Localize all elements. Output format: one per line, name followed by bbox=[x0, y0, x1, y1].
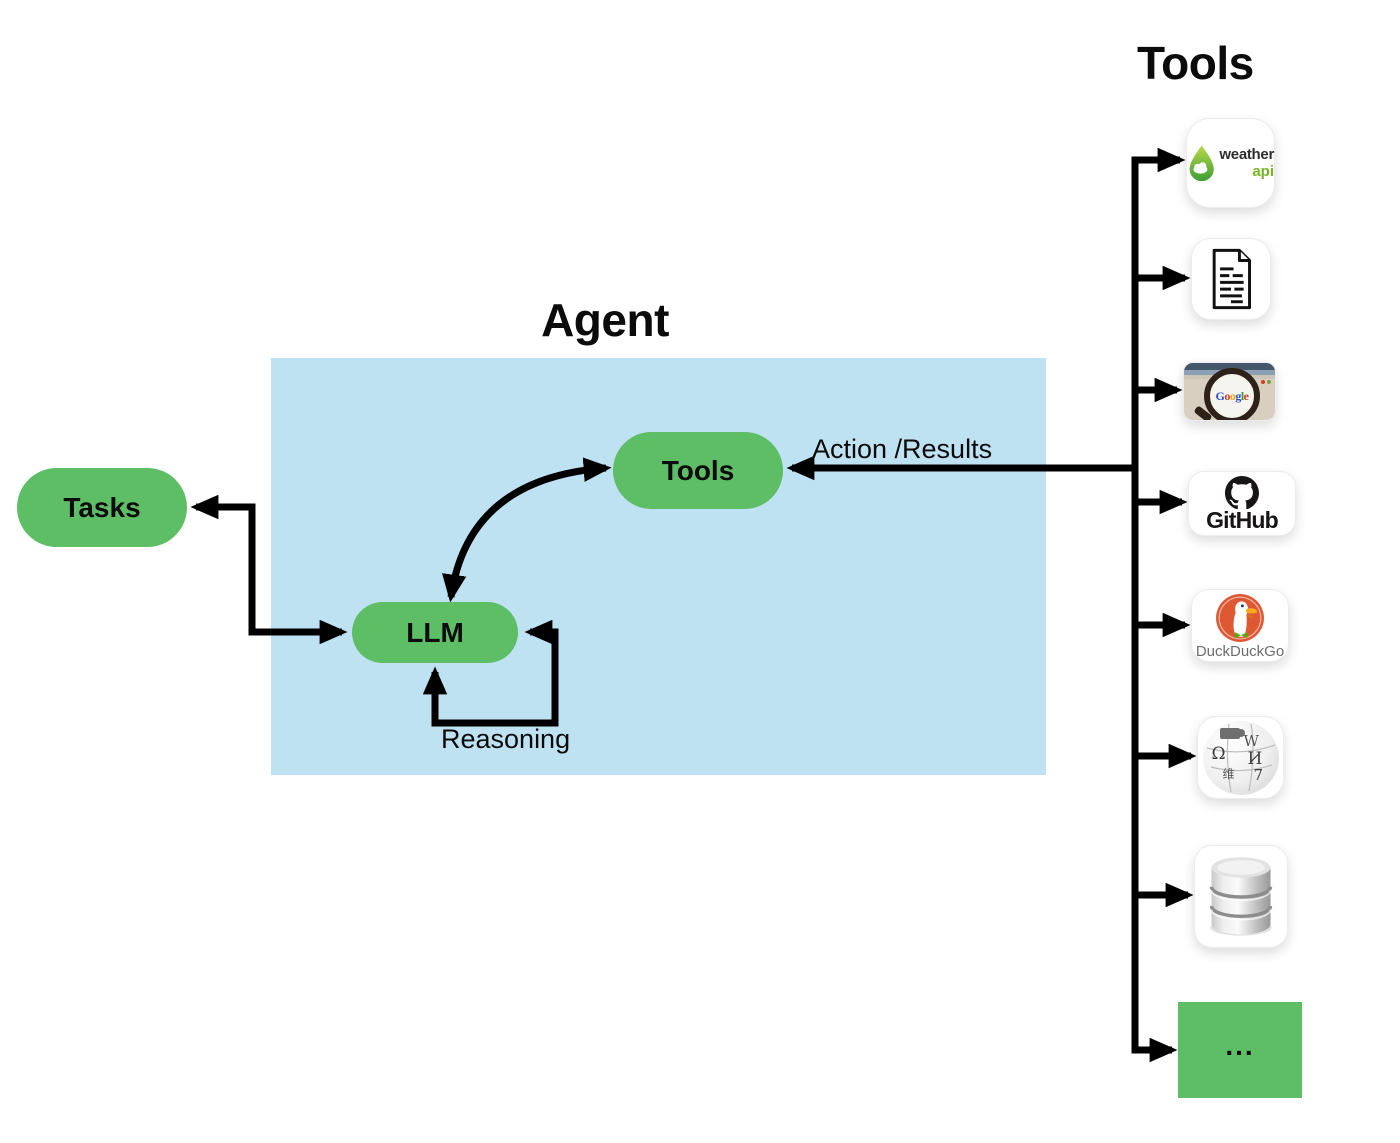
favicon-dot-green bbox=[1267, 380, 1271, 384]
wikipedia-glyph-w: W bbox=[1243, 731, 1259, 750]
edge-tasks-to-llm bbox=[248, 503, 348, 645]
wikipedia-glyph-omega: Ω bbox=[1211, 743, 1226, 764]
duckduckgo-label: DuckDuckGo bbox=[1195, 643, 1285, 660]
tool-more: ... bbox=[1178, 1002, 1302, 1098]
weather-droplet-icon bbox=[1189, 145, 1214, 182]
favicon-dot-red bbox=[1261, 380, 1265, 384]
edge-llm-tools-curve bbox=[442, 457, 612, 603]
weather-api-sublabel: api bbox=[1252, 163, 1274, 180]
wikipedia-puzzle-seams bbox=[1206, 723, 1275, 792]
agent-title: Agent bbox=[541, 294, 669, 346]
edge-reasoning-loop bbox=[422, 628, 559, 727]
tool-document bbox=[1191, 238, 1271, 320]
node-llm: LLM bbox=[352, 602, 518, 663]
google-logo: Google bbox=[1215, 388, 1249, 403]
node-tools: Tools bbox=[613, 432, 783, 509]
ellipsis-label: ... bbox=[1225, 1030, 1255, 1061]
github-label: GitHub bbox=[1206, 506, 1279, 533]
wikipedia-globe-icon: Ω W И 维 7 bbox=[1202, 720, 1279, 795]
tool-github: GitHub bbox=[1188, 471, 1296, 536]
wikipedia-glyph-seven: 7 bbox=[1253, 765, 1264, 784]
browser-bar bbox=[1184, 363, 1275, 370]
document-icon bbox=[1212, 248, 1251, 310]
database-icon bbox=[1209, 856, 1273, 936]
tool-database bbox=[1194, 845, 1288, 948]
reasoning-label: Reasoning bbox=[441, 724, 571, 754]
tool-duckduckgo: DuckDuckGo bbox=[1191, 589, 1289, 662]
weather-api-label: weather bbox=[1219, 146, 1274, 163]
node-tasks: Tasks bbox=[17, 468, 187, 547]
tools-column-title: Tools bbox=[1137, 37, 1254, 89]
agent-container bbox=[271, 358, 1046, 775]
duckduckgo-logo-icon bbox=[1216, 594, 1264, 642]
wikipedia-glyph-i: И bbox=[1247, 748, 1263, 769]
tool-google-search: Google bbox=[1183, 362, 1276, 421]
magnifier-icon: Google bbox=[1204, 368, 1260, 420]
github-octocat-icon bbox=[1225, 475, 1259, 509]
wikipedia-glyph-cjk: 维 bbox=[1222, 766, 1235, 781]
tool-weather-api: weather api bbox=[1186, 118, 1275, 208]
tool-wikipedia: Ω W И 维 7 bbox=[1197, 716, 1284, 799]
action-results-label: Action /Results bbox=[812, 434, 993, 464]
